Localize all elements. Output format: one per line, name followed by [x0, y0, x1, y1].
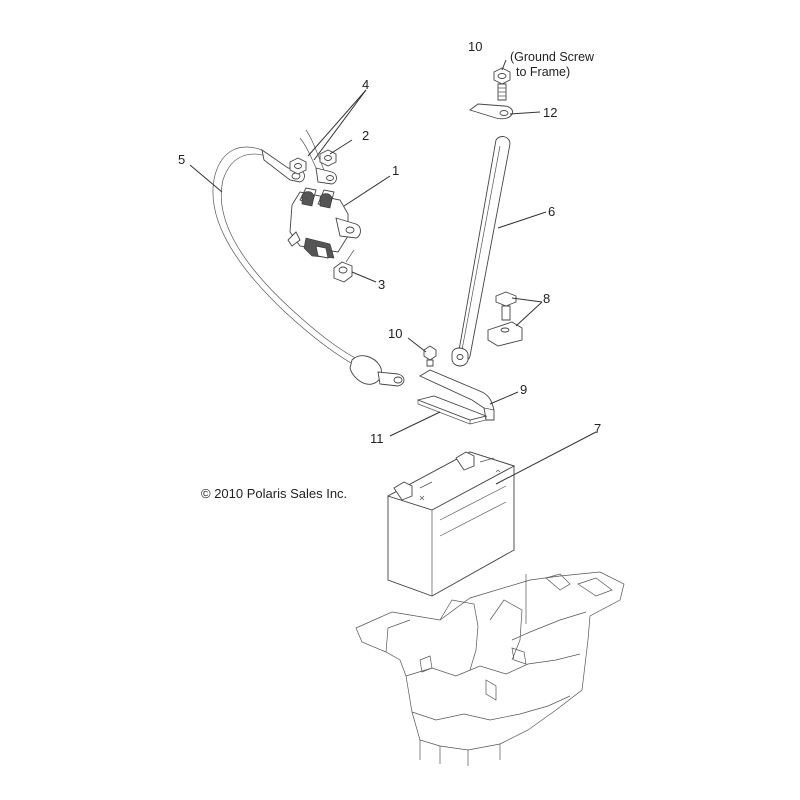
callout-2: 2	[362, 128, 369, 143]
cable-4	[299, 129, 337, 185]
ground-note-line1: (Ground Screw	[510, 50, 595, 64]
battery-box	[355, 571, 625, 766]
screw-10-lower	[423, 345, 437, 367]
callout-7: 7	[594, 421, 601, 436]
ground-screw-10-top	[493, 67, 511, 101]
callout-10-lower: 10	[388, 326, 402, 341]
callout-3: 3	[378, 277, 385, 292]
callout-8: 8	[543, 291, 550, 306]
pad-11	[416, 395, 488, 425]
ground-cable-6	[451, 103, 513, 367]
battery-7	[386, 451, 516, 597]
callout-6: 6	[548, 204, 555, 219]
copyright-text: © 2010 Polaris Sales Inc.	[201, 486, 347, 501]
callout-5: 5	[178, 152, 185, 167]
callout-9: 9	[520, 382, 527, 397]
callout-12: 12	[543, 105, 557, 120]
callouts: 1 2 3 4 5 6 7 8 9 10 10 11 12	[178, 39, 601, 446]
solenoid-1	[287, 187, 361, 259]
screw-3	[333, 249, 355, 283]
callout-4: 4	[362, 77, 369, 92]
callout-11: 11	[370, 431, 384, 446]
callout-10-top: 10	[468, 39, 482, 54]
nut-2	[289, 149, 337, 175]
leader-lines	[189, 59, 597, 485]
hold-down-8	[487, 291, 523, 347]
cable-5	[212, 146, 405, 387]
callout-1: 1	[392, 163, 399, 178]
ground-note-line2: to Frame)	[516, 65, 570, 79]
